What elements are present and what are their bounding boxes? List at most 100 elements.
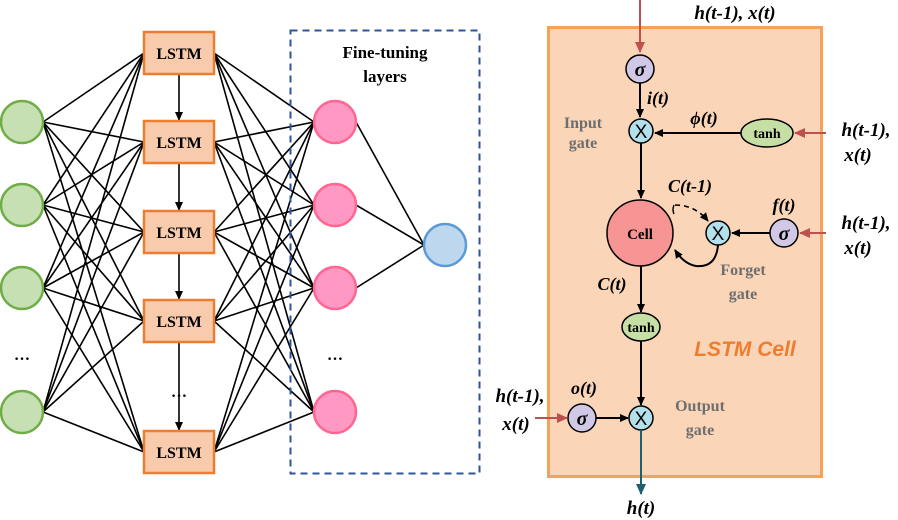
- edge-lstm-4-finetune-0: [213, 121, 315, 453]
- top-input-label: h(t-1), x(t): [694, 3, 775, 24]
- lstm-box-label-3: LSTM: [156, 314, 201, 331]
- input-node-0: [0, 99, 45, 145]
- network-connections: [42, 52, 425, 453]
- forget-sigma-symbol: σ: [779, 223, 791, 245]
- lstm-box-label-0: LSTM: [156, 46, 201, 63]
- i-t-label: i(t): [647, 88, 669, 109]
- finetune-node-3: [312, 389, 358, 435]
- finetune-layers-box: [289, 29, 481, 475]
- output-mult-symbol: X: [635, 409, 648, 430]
- edge-lstm-4-finetune-1: [213, 204, 315, 453]
- edge-lstm-2-finetune-2: [213, 231, 315, 289]
- edge-input-2-lstm-1: [42, 141, 145, 289]
- input-node-2: [0, 265, 45, 311]
- forget-mult-symbol: X: [712, 224, 725, 245]
- edge-finetune-2-output: [355, 244, 425, 289]
- lstm-box-2: [142, 209, 216, 255]
- edge-input-3-lstm-1: [42, 141, 145, 413]
- lstm-box-label-2: LSTM: [156, 225, 201, 242]
- edge-input-0-lstm-4: [42, 121, 145, 453]
- output-gate-label-line2: gate: [686, 422, 714, 439]
- cell-label: Cell: [627, 227, 653, 243]
- input-gate-label-line2: gate: [569, 135, 597, 152]
- right-input-2-label-line1: h(t-1),: [841, 213, 890, 234]
- lstm-cell-title: LSTM Cell: [694, 338, 797, 361]
- f-t-label: f(t): [773, 195, 796, 216]
- input-mult-symbol: X: [635, 122, 648, 143]
- edge-lstm-3-finetune-2: [213, 287, 315, 322]
- finetune-node-0: [312, 99, 358, 145]
- edge-finetune-0-output: [355, 121, 425, 246]
- edge-input-0-lstm-0: [42, 52, 145, 123]
- right-input-2-label-line2: x(t): [843, 238, 871, 259]
- output-node: [422, 222, 468, 268]
- cell-output-label: h(t): [627, 498, 656, 519]
- o-t-label: o(t): [571, 378, 597, 399]
- edge-lstm-3-finetune-1: [213, 204, 315, 322]
- left-input-label-line1: h(t-1),: [495, 386, 544, 407]
- lstm-box-4: [142, 429, 216, 475]
- cell-to-forget-mult-dashed-arrow: [674, 204, 709, 222]
- lstm-box-label-1: LSTM: [156, 135, 201, 152]
- input-node-1: [0, 182, 45, 228]
- finetune-layer-ellipsis: …: [327, 347, 343, 364]
- c-t-minus-1-label: C(t-1): [668, 176, 712, 197]
- input-gate-label-line1: Input: [564, 115, 603, 132]
- edge-input-1-lstm-4: [42, 204, 145, 453]
- lstm-box-label-4: LSTM: [156, 445, 201, 462]
- finetune-title-line2: layers: [363, 67, 407, 86]
- edge-input-3-lstm-4: [42, 411, 145, 453]
- c-t-label: C(t): [598, 274, 627, 295]
- finetune-node-2: [312, 265, 358, 311]
- edge-lstm-0-finetune-0: [213, 52, 315, 123]
- edge-lstm-1-finetune-0: [213, 121, 315, 143]
- right-input-1-label-line1: h(t-1),: [841, 120, 890, 141]
- edge-lstm-1-finetune-2: [213, 141, 315, 289]
- edge-lstm-2-finetune-3: [213, 231, 315, 413]
- edge-input-3-lstm-0: [42, 52, 145, 413]
- phi-t-label: ϕ(t): [690, 108, 717, 129]
- lstm-box-1: [142, 119, 216, 165]
- output-gate-label-line1: Output: [675, 398, 725, 415]
- edge-input-1-lstm-1: [42, 141, 145, 206]
- input-layer-ellipsis: …: [14, 347, 30, 364]
- output-tanh-label: tanh: [627, 321, 654, 336]
- edge-lstm-4-finetune-2: [213, 287, 315, 453]
- edge-finetune-1-output: [355, 204, 425, 246]
- edge-lstm-4-finetune-3: [213, 411, 315, 453]
- edge-lstm-1-finetune-1: [213, 141, 315, 206]
- edge-input-3-lstm-2: [42, 231, 145, 413]
- edge-input-2-lstm-2: [42, 231, 145, 289]
- input-sigma-symbol: σ: [635, 59, 647, 81]
- edge-input-3-lstm-3: [42, 320, 145, 413]
- right-input-1-label-line2: x(t): [843, 145, 871, 166]
- input-tanh-label: tanh: [753, 127, 780, 142]
- edge-lstm-1-finetune-3: [213, 141, 315, 413]
- edge-lstm-3-finetune-0: [213, 121, 315, 322]
- lstm-box-0: [142, 30, 216, 76]
- finetune-title-line1: Fine-tuning: [342, 43, 428, 62]
- network-nodes: LSTM LSTM LSTM LSTM LSTM: [0, 30, 468, 475]
- edge-input-0-lstm-1: [42, 121, 145, 143]
- edge-lstm-0-finetune-3: [213, 52, 315, 413]
- edge-input-0-lstm-3: [42, 121, 145, 322]
- edge-input-2-lstm-3: [42, 287, 145, 322]
- forget-gate-label-line2: gate: [729, 286, 757, 303]
- edge-lstm-2-finetune-0: [213, 121, 315, 233]
- output-sigma-symbol: σ: [577, 408, 589, 430]
- edge-lstm-2-finetune-1: [213, 204, 315, 233]
- lstm-cell-diagram: LSTM Cell h(t-1), x(t) σ i(t) X tanh ϕ(t…: [495, 0, 891, 519]
- lstm-cell-box: [547, 26, 823, 478]
- forget-mult-to-cell-arrow: [674, 244, 719, 268]
- edge-input-1-lstm-3: [42, 204, 145, 322]
- left-input-label-line2: x(t): [501, 414, 529, 435]
- edge-input-1-lstm-2: [42, 204, 145, 233]
- lstm-layer-ellipsis: …: [171, 384, 187, 401]
- edge-input-1-lstm-0: [42, 52, 145, 206]
- lstm-box-3: [142, 298, 216, 344]
- edge-input-2-lstm-0: [42, 52, 145, 289]
- edge-input-0-lstm-2: [42, 121, 145, 233]
- edge-input-2-lstm-4: [42, 287, 145, 453]
- edge-lstm-0-finetune-2: [213, 52, 315, 289]
